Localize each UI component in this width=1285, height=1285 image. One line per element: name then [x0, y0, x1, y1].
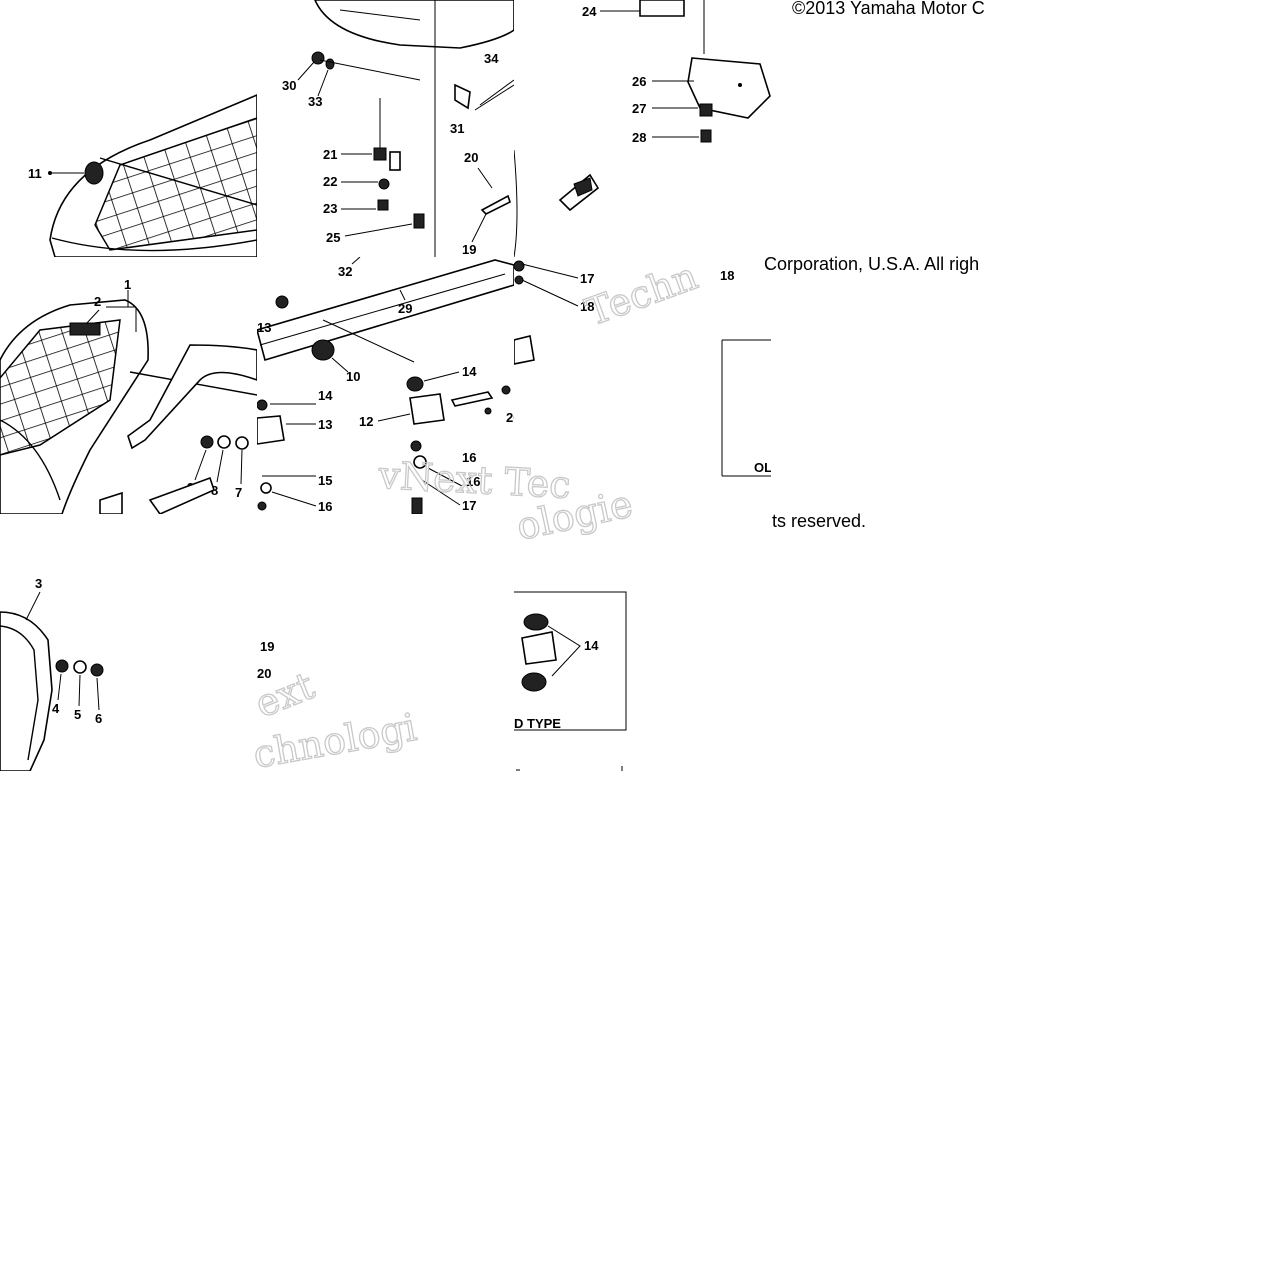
callout-4: 4 — [52, 701, 60, 716]
callout-20b: 20 — [506, 410, 520, 425]
callout-30: 30 — [282, 78, 296, 93]
callout-22: 22 — [323, 174, 337, 189]
callout-16a: 16 — [318, 499, 332, 514]
tile-old-type-inset: 14 D TYPE — [514, 591, 627, 771]
copyright-line-3: ts reserved. — [772, 511, 866, 531]
tile-seat-rear: 11 — [28, 94, 257, 257]
callout-13b: 13 — [318, 417, 332, 432]
watermark-fragment-1: Techn — [580, 254, 703, 335]
callout-32: 32 — [338, 264, 352, 279]
callout-7: 7 — [235, 485, 242, 500]
callout-26: 26 — [632, 74, 646, 89]
callout-23: 23 — [323, 201, 337, 216]
callout-5: 5 — [74, 707, 81, 722]
callout-20c: 20 — [257, 666, 271, 681]
callout-33: 33 — [308, 94, 322, 109]
callout-12: 12 — [359, 414, 373, 429]
copyright-line-1: ©2013 Yamaha Motor C — [792, 0, 985, 18]
callout-3: 3 — [35, 576, 42, 591]
callout-18: 18 — [580, 299, 594, 314]
callout-6: 6 — [95, 711, 102, 726]
callout-27: 27 — [632, 101, 646, 116]
watermark-fragment-2: vNext Tec — [377, 453, 572, 507]
inset-caption-bottom: D TYPE — [514, 716, 561, 731]
callout-25: 25 — [326, 230, 340, 245]
callout-15: 15 — [318, 473, 332, 488]
callout-19b: 19 — [260, 639, 274, 654]
callout-29: 29 — [398, 301, 412, 316]
callout-16c: 16 — [466, 474, 480, 489]
tile-seat-front: 1 2 9 8 7 — [0, 277, 257, 514]
tile-hinge-assembly: 32 29 10 13 14 12 20 16 16 17 14 13 15 1… — [257, 257, 520, 514]
callout-13a: 13 — [257, 320, 271, 335]
callout-17: 17 — [580, 271, 594, 286]
callout-18b: 18 — [720, 268, 734, 283]
callout-14a: 14 — [462, 364, 477, 379]
inset-caption-top: OL — [754, 460, 772, 475]
callout-24: 24 — [582, 4, 597, 19]
callout-19: 19 — [462, 242, 476, 257]
callout-17b: 17 — [462, 498, 476, 513]
callout-28: 28 — [632, 130, 646, 145]
tile-fasteners-top: 30 33 34 31 21 22 23 20 19 25 — [282, 0, 514, 257]
callout-14c: 14 — [584, 638, 599, 653]
callout-31: 31 — [450, 121, 464, 136]
callout-1: 1 — [124, 277, 131, 292]
callout-2: 2 — [94, 294, 101, 309]
callout-10: 10 — [346, 369, 360, 384]
callout-21: 21 — [323, 147, 337, 162]
rubber-damper-10 — [311, 339, 335, 361]
callout-34: 34 — [484, 51, 499, 66]
callout-14b: 14 — [318, 388, 333, 403]
tile-cover: 3 4 5 6 — [0, 576, 104, 771]
tile-bracket-top: 24 26 27 28 — [514, 0, 771, 257]
copyright-line-2: Corporation, U.S.A. All righ — [764, 254, 979, 274]
callout-16b: 16 — [462, 450, 476, 465]
callout-11: 11 — [28, 166, 42, 181]
tile-inset-frame: 17 18 18 OL — [514, 260, 772, 477]
rubber-damper-11 — [84, 161, 104, 185]
callout-20: 20 — [464, 150, 478, 165]
tile-callouts-bottom: 19 20 — [257, 639, 274, 681]
